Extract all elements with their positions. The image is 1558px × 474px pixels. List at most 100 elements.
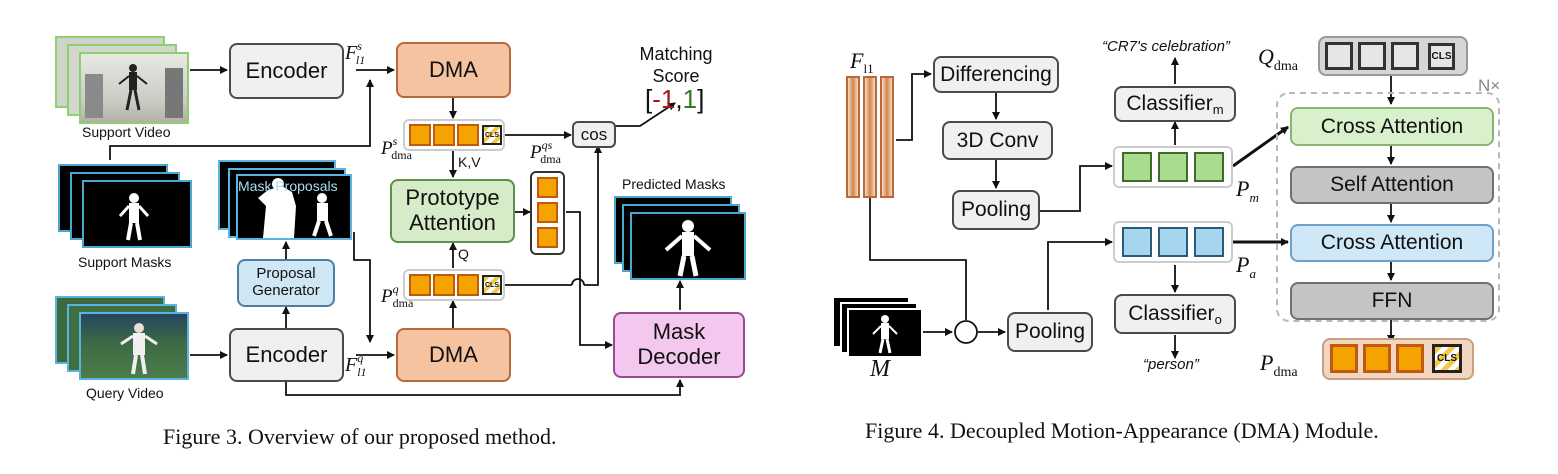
mask-proposals-label: Mask Proposals bbox=[238, 178, 338, 194]
token-green bbox=[1194, 152, 1224, 182]
token-orange bbox=[537, 177, 558, 198]
mask-silhouette-icon bbox=[118, 193, 150, 241]
predicted-frame-3 bbox=[630, 212, 746, 280]
kv-label: K,V bbox=[458, 154, 481, 170]
f-subscript-l1: l1 bbox=[357, 365, 367, 379]
pooling-top-box: Pooling bbox=[952, 190, 1040, 230]
f-superscript-s: s bbox=[357, 39, 362, 53]
token-orange bbox=[537, 227, 558, 248]
dma-bottom: DMA bbox=[396, 328, 511, 382]
support-frame-3 bbox=[79, 52, 189, 124]
token-blue bbox=[1194, 227, 1224, 257]
token-orange bbox=[457, 274, 479, 296]
feature-bar bbox=[880, 76, 894, 198]
query-frame-3 bbox=[79, 312, 189, 380]
token-blue bbox=[1122, 227, 1152, 257]
matching-score-range: [-1,1] bbox=[645, 84, 704, 115]
p-a-label: Pa bbox=[1236, 252, 1256, 281]
token-green bbox=[1158, 152, 1188, 182]
cls-token: CLS bbox=[1428, 43, 1455, 70]
multiply-circle bbox=[954, 320, 978, 344]
support-masks-label: Support Masks bbox=[78, 254, 172, 270]
token-green bbox=[1122, 152, 1152, 182]
p-dma-qs-label: Pqsdma bbox=[530, 138, 573, 166]
m-label: M bbox=[870, 356, 890, 382]
p-symbol: P bbox=[1236, 176, 1250, 201]
q-subscript-dma: dma bbox=[1273, 59, 1298, 74]
token-orange bbox=[1363, 344, 1391, 373]
p-subscript-m: m bbox=[1249, 190, 1259, 205]
p-dma-output-label: Pdma bbox=[1260, 350, 1298, 380]
p-symbol: P bbox=[381, 138, 393, 159]
q-symbol: Q bbox=[1258, 44, 1274, 69]
query-video-label: Query Video bbox=[86, 385, 164, 401]
p-subscript-dma: dma bbox=[1273, 365, 1298, 380]
p-subscript-dma: dma bbox=[391, 148, 412, 162]
token-gray bbox=[1325, 42, 1353, 70]
cls-token: CLS bbox=[482, 125, 502, 145]
person-figure-icon bbox=[85, 64, 183, 118]
token-blue bbox=[1158, 227, 1188, 257]
token-orange bbox=[409, 274, 431, 296]
celebration-label: “CR7's celebration” bbox=[1102, 38, 1230, 55]
token-orange bbox=[457, 124, 479, 146]
classifier-m-text: Classifier bbox=[1126, 92, 1213, 116]
p-dma-s-label: Psdma bbox=[381, 134, 418, 162]
p-symbol: P bbox=[1236, 252, 1250, 277]
token-orange bbox=[1330, 344, 1358, 373]
p-symbol: P bbox=[530, 142, 542, 163]
mask-decoder: Mask Decoder bbox=[613, 312, 745, 378]
cross-attention-top: Cross Attention bbox=[1290, 107, 1494, 146]
score-open-bracket: [ bbox=[645, 84, 653, 114]
p-symbol: P bbox=[1260, 350, 1274, 375]
p-subscript-a: a bbox=[1249, 266, 1256, 281]
pooling-bottom-box: Pooling bbox=[1007, 312, 1093, 352]
q-label: Q bbox=[458, 246, 469, 262]
f-superscript-q: q bbox=[357, 351, 364, 365]
ffn-box: FFN bbox=[1290, 282, 1494, 320]
classifier-o-sub: o bbox=[1214, 311, 1222, 327]
matching-score-title: Matching Score bbox=[639, 44, 713, 86]
differencing-box: Differencing bbox=[933, 56, 1059, 93]
classifier-o-text: Classifier bbox=[1128, 302, 1215, 326]
p-subscript-dma: dma bbox=[540, 152, 561, 166]
token-gray bbox=[1358, 42, 1386, 70]
n-times-dashed-box bbox=[1276, 92, 1500, 322]
cos-box: cos bbox=[572, 121, 616, 148]
token-orange bbox=[1396, 344, 1424, 373]
cross-attention-bottom: Cross Attention bbox=[1290, 224, 1494, 262]
feature-bar bbox=[863, 76, 877, 198]
support-video-label: Support Video bbox=[82, 124, 171, 140]
prototype-attention: Prototype Attention bbox=[390, 179, 515, 243]
token-gray bbox=[1391, 42, 1419, 70]
cls-label: CLS bbox=[1437, 353, 1457, 364]
figure-4-caption: Figure 4. Decoupled Motion-Appearance (D… bbox=[865, 418, 1379, 443]
cls-token: CLS bbox=[1432, 344, 1462, 373]
cls-label: CLS bbox=[485, 131, 499, 139]
token-orange bbox=[409, 124, 431, 146]
encoder-bottom: Encoder bbox=[229, 328, 344, 382]
cls-label: CLS bbox=[485, 281, 499, 289]
score-pos: 1 bbox=[682, 84, 698, 114]
player-figure-icon bbox=[120, 323, 158, 375]
proposal-frame-3 bbox=[236, 174, 352, 240]
p-superscript-q: q bbox=[392, 282, 399, 296]
f-symbol: F bbox=[850, 48, 864, 73]
f-symbol: F bbox=[345, 354, 358, 376]
support-mask-3 bbox=[82, 180, 192, 248]
q-dma-label: Qdma bbox=[1258, 44, 1298, 74]
f-subscript-l1: l1 bbox=[863, 61, 874, 76]
p-symbol: P bbox=[381, 286, 393, 307]
p-dma-q-label: Pqdma bbox=[381, 282, 419, 310]
person-label: “person” bbox=[1143, 356, 1199, 373]
score-comma: , bbox=[675, 84, 683, 114]
p-superscript-qs: qs bbox=[541, 138, 553, 152]
p-subscript-dma: dma bbox=[392, 296, 414, 310]
score-neg: -1 bbox=[652, 84, 676, 114]
m-frame-3 bbox=[847, 308, 923, 358]
predicted-silhouette-icon bbox=[664, 220, 712, 277]
p-m-label: Pm bbox=[1236, 176, 1259, 205]
